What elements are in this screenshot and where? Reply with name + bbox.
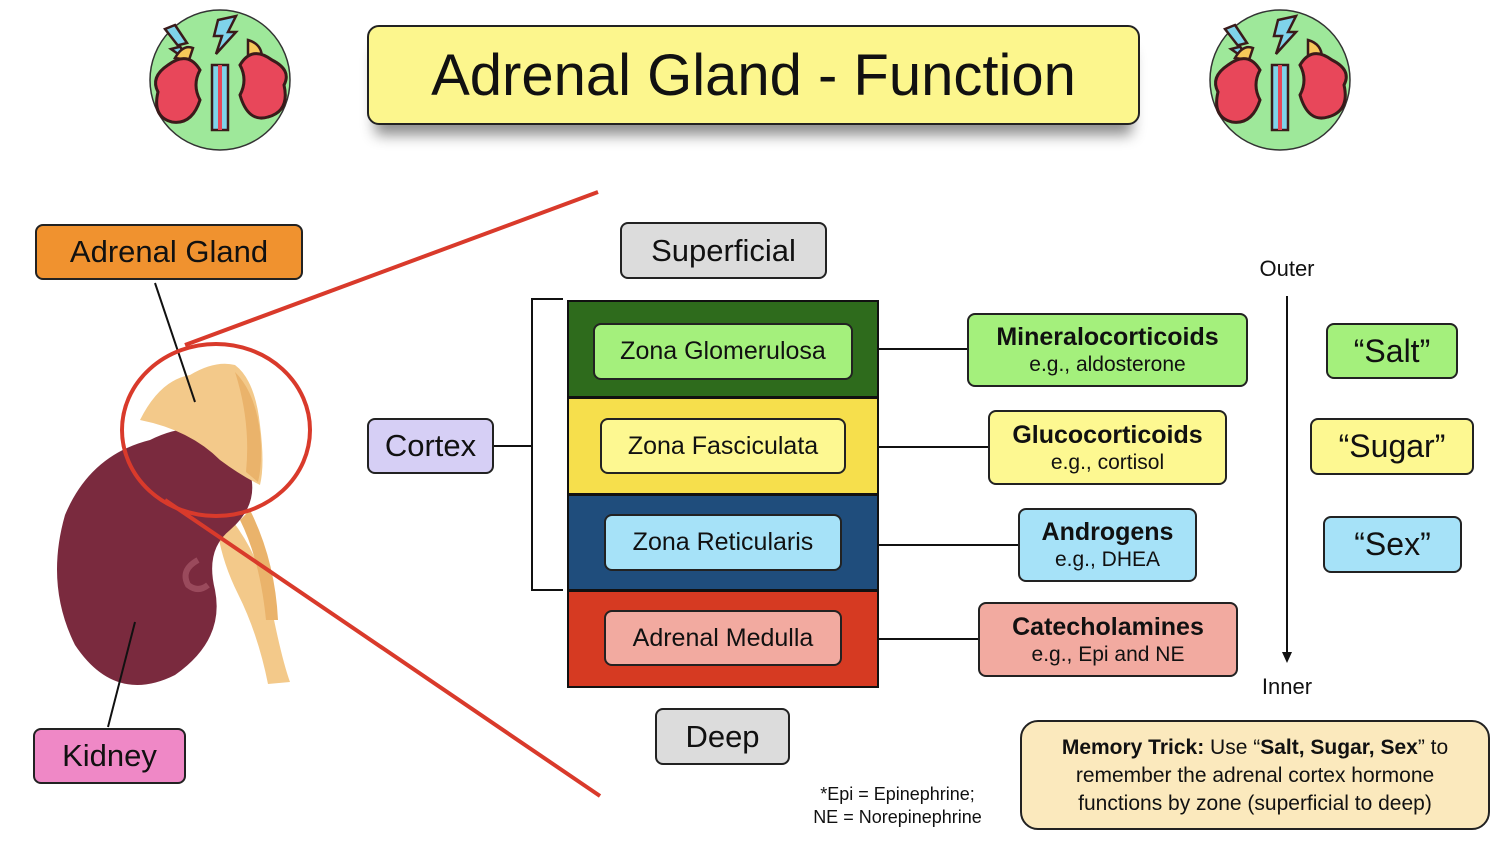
footnote-line: NE = Norepinephrine xyxy=(813,807,982,827)
hormone-example: e.g., Epi and NE xyxy=(1031,642,1185,666)
memory-trick-mnemonic: Salt, Sugar, Sex xyxy=(1260,736,1418,759)
inner-label: Inner xyxy=(1261,674,1313,699)
mnemonic-salt: “Salt” xyxy=(1326,323,1458,379)
cortex-label: Cortex xyxy=(367,418,494,474)
hormone-example: e.g., DHEA xyxy=(1054,548,1161,572)
kidney-illustration xyxy=(57,363,290,685)
zoom-circle xyxy=(120,342,312,518)
adrenal-gland-label: Adrenal Gland xyxy=(35,224,303,280)
connector-line xyxy=(879,544,1018,546)
footnote-line: *Epi = Epinephrine; xyxy=(820,784,975,804)
deep-label: Deep xyxy=(655,708,790,765)
connector-line xyxy=(879,446,988,448)
hormone-catecholamines: Catecholamines e.g., Epi and NE xyxy=(978,602,1238,677)
memory-trick-text: ” to remember the adrenal cortex hormone… xyxy=(1075,736,1449,815)
zone-name-glomerulosa: Zona Glomerulosa xyxy=(593,323,853,380)
kidney-icon xyxy=(149,9,291,151)
kidney-pointer-line xyxy=(107,621,136,728)
superficial-label: Superficial xyxy=(620,222,827,279)
mnemonic-sex: “Sex” xyxy=(1323,516,1462,573)
adrenal-pointer-line xyxy=(154,282,196,403)
connector-line xyxy=(879,348,967,350)
hormone-name: Mineralocorticoids xyxy=(996,323,1219,352)
connector-line xyxy=(879,638,978,640)
hormone-name: Glucocorticoids xyxy=(1012,420,1203,449)
cortex-bracket xyxy=(531,298,563,591)
arrow-head-icon xyxy=(1282,652,1292,663)
zone-name-fasciculata: Zona Fasciculata xyxy=(600,418,846,474)
hormone-androgens: Androgens e.g., DHEA xyxy=(1018,508,1197,582)
memory-trick-box: Memory Trick: Use “Salt, Sugar, Sex” to … xyxy=(1020,720,1490,830)
zoom-line-top xyxy=(184,190,599,347)
hormone-name: Catecholamines xyxy=(1012,612,1204,641)
zone-name-reticularis: Zona Reticularis xyxy=(604,514,842,571)
hormone-example: e.g., aldosterone xyxy=(1029,353,1186,377)
footnote: *Epi = Epinephrine; NE = Norepinephrine xyxy=(790,783,1005,829)
zoom-line-bottom xyxy=(163,498,602,798)
hormone-name: Androgens xyxy=(1041,518,1174,547)
page-title: Adrenal Gland - Function xyxy=(367,25,1140,125)
kidney-icon xyxy=(1209,9,1351,151)
outer-label: Outer xyxy=(1259,256,1315,281)
hormone-example: e.g., cortisol xyxy=(1050,450,1165,474)
memory-trick-text: Use “ xyxy=(1204,736,1261,759)
mnemonic-sugar: “Sugar” xyxy=(1310,418,1474,475)
zone-name-medulla: Adrenal Medulla xyxy=(604,610,842,666)
memory-trick-label: Memory Trick: xyxy=(1061,736,1205,759)
hormone-mineralocorticoids: Mineralocorticoids e.g., aldosterone xyxy=(967,313,1248,387)
hormone-glucocorticoids: Glucocorticoids e.g., cortisol xyxy=(988,410,1227,485)
kidney-label: Kidney xyxy=(33,728,186,784)
